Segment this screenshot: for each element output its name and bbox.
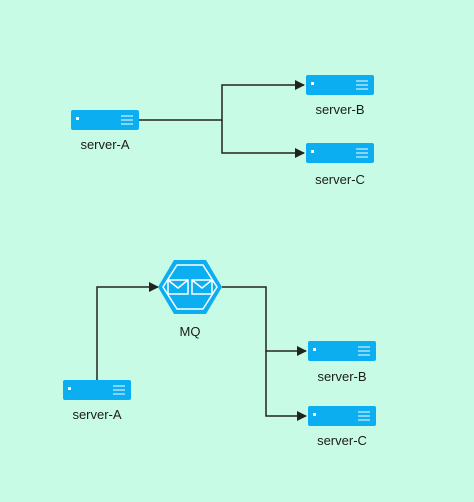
bottom-server-a-node[interactable] [63, 380, 131, 400]
top-server-c-label: server-C [315, 172, 365, 187]
top-server-c-node[interactable] [306, 143, 374, 163]
mq-node[interactable] [158, 260, 222, 314]
server-icon [308, 406, 376, 426]
bottom-server-b-label: server-B [317, 369, 367, 384]
server-icon [306, 143, 374, 163]
server-icon [306, 75, 374, 95]
top-connector-a-to-b [139, 80, 305, 121]
bottom-connectors [96, 282, 307, 421]
bottom-connector-a-to-mq [96, 282, 159, 380]
server-icon [63, 380, 131, 400]
mq-hexagon-icon [158, 260, 222, 314]
top-server-a-label: server-A [80, 137, 130, 152]
mq-label: MQ [179, 324, 201, 339]
server-icon [71, 110, 139, 130]
bottom-server-c-label: server-C [317, 433, 367, 448]
top-connectors [139, 80, 305, 158]
top-server-b-node[interactable] [306, 75, 374, 95]
top-server-b-label: server-B [315, 102, 365, 117]
envelope-icon [167, 279, 213, 295]
bottom-connector-mq-to-c [265, 351, 307, 421]
top-server-a-node[interactable] [71, 110, 139, 130]
server-icon [308, 341, 376, 361]
bottom-server-b-node[interactable] [308, 341, 376, 361]
top-connector-a-to-c [221, 120, 305, 158]
bottom-server-a-label: server-A [72, 407, 122, 422]
bottom-connector-mq-to-b [222, 286, 307, 356]
bottom-server-c-node[interactable] [308, 406, 376, 426]
